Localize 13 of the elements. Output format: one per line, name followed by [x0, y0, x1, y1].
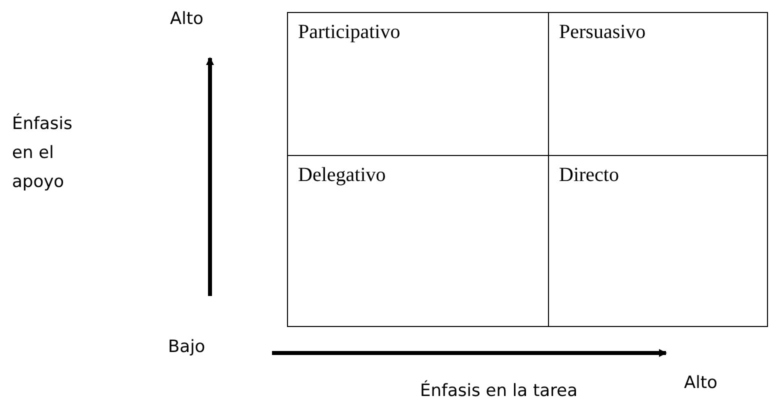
quadrant-cell	[548, 12, 768, 156]
quadrant-title: Directo	[559, 164, 619, 186]
quadrant-title: Participativo	[298, 21, 400, 43]
quadrant-cell	[287, 12, 549, 156]
quadrant-title: Delegativo	[298, 164, 386, 186]
quadrant-cell	[548, 155, 768, 327]
axis-end-label: Alto	[170, 8, 204, 31]
quadrant-title: Persuasivo	[559, 21, 646, 43]
axis-end-label: Alto	[684, 372, 718, 395]
axis-title: Énfasis en la tarea	[420, 380, 579, 403]
axis-end-label: Bajo	[168, 336, 206, 359]
quadrant-cell	[287, 155, 549, 327]
axis-title: Énfasis en el apoyo	[12, 112, 74, 194]
